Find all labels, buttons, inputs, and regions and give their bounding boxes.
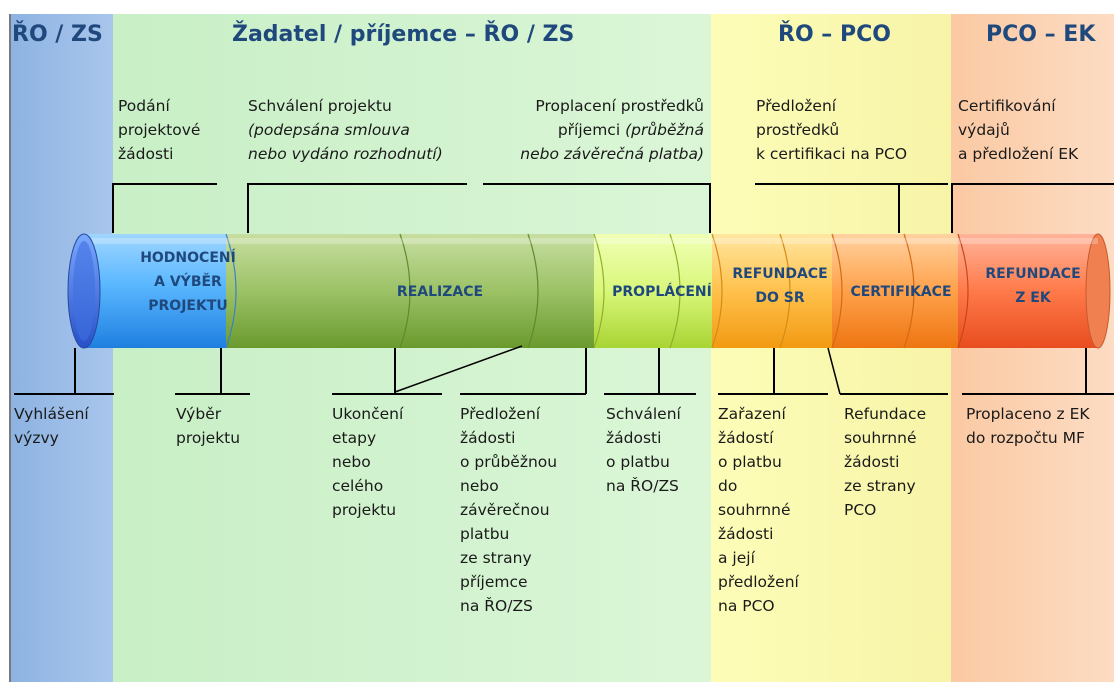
label-zarazeni: Zařazení žádostí o platbu do souhrnné žá… (718, 405, 799, 615)
stage-certifikace: CERTIFIKACE (850, 284, 952, 300)
connector-schvaleni-stem (247, 183, 249, 233)
label-vyber: Výběr projektu (176, 405, 241, 447)
connector-certifikovani (951, 183, 1114, 185)
label-proplaceno: Proplaceno z EK do rozpočtu MF (966, 405, 1090, 447)
stage-refundace-ek: REFUNDACE Z EK (985, 266, 1081, 306)
label-proplaceni-prostredku: Proplacení prostředků příjemci (průběžná… (520, 97, 704, 163)
connector-podani-stem (112, 183, 114, 233)
label-vyhlaseni: Vyhlášení výzvy (14, 405, 89, 447)
label-schvaleni-zadosti: Schválení žádosti o platbu na ŘO/ZS (606, 405, 681, 495)
connector-proplaceno-stem (1085, 348, 1087, 394)
stage-realizace: REALIZACE (396, 284, 484, 300)
connector-predlozeni (755, 183, 948, 185)
connector-schvaleni (247, 183, 467, 185)
connector-refundace-souhrnne (840, 393, 948, 395)
label-podani: Podání projektové žádosti (118, 97, 201, 163)
connector-schvaleni-zadosti-stem (658, 348, 660, 394)
connector-proplaceni (483, 183, 711, 185)
label-ukonceni: Ukončení etapy nebo celého projektu (332, 405, 404, 519)
label-schvaleni-projektu: Schválení projektu (podepsána smlouva ne… (248, 97, 443, 163)
connector-zarazeni-stem (773, 348, 775, 394)
band-title-ro-zs: ŘO / ZS (12, 22, 103, 47)
connector-proplaceni-stem (709, 183, 711, 233)
connector-certifikovani-stem (951, 183, 953, 233)
left-edge-line (9, 14, 11, 682)
connector-vyber (175, 393, 250, 395)
connector-ukonceni (332, 393, 442, 395)
label-certifikovani: Certifikování výdajů a předložení EK (958, 97, 1079, 163)
band-title-ro-pco: ŘO – PCO (778, 22, 891, 47)
label-refundace-souhrnne: Refundace souhrnné žádosti ze strany PCO (844, 405, 927, 519)
stage-hodnoceni: HODNOCENÍ A VÝBĚR PROJEKTU (140, 250, 236, 314)
band-title-zadatel: Žadatel / příjemce – ŘO / ZS (232, 22, 575, 47)
connector-vyhlaseni (14, 393, 114, 395)
connector-schvaleni-zadosti (604, 393, 696, 395)
connector-predlozeni-zadosti-stem (585, 348, 587, 394)
connector-proplaceno (962, 393, 1114, 395)
stage-proplaceni: PROPLÁCENÍ (612, 284, 712, 300)
label-predlozeni-prostredku: Předložení prostředků k certifikaci na P… (756, 97, 908, 163)
stage-refundace-sr: REFUNDACE DO SR (732, 266, 828, 306)
connector-ukonceni-stem (394, 348, 396, 394)
band-title-pco-ek: PCO – EK (986, 22, 1096, 47)
connector-vyhlaseni-stem (74, 348, 76, 394)
connector-zarazeni (718, 393, 828, 395)
connector-podani (112, 183, 217, 185)
connector-predlozeni-stem (898, 183, 900, 233)
label-predlozeni-zadosti: Předložení žádosti o průběžnou nebo závě… (460, 405, 558, 615)
connector-vyber-stem (220, 348, 222, 394)
connector-predlozeni-zadosti (460, 393, 586, 395)
